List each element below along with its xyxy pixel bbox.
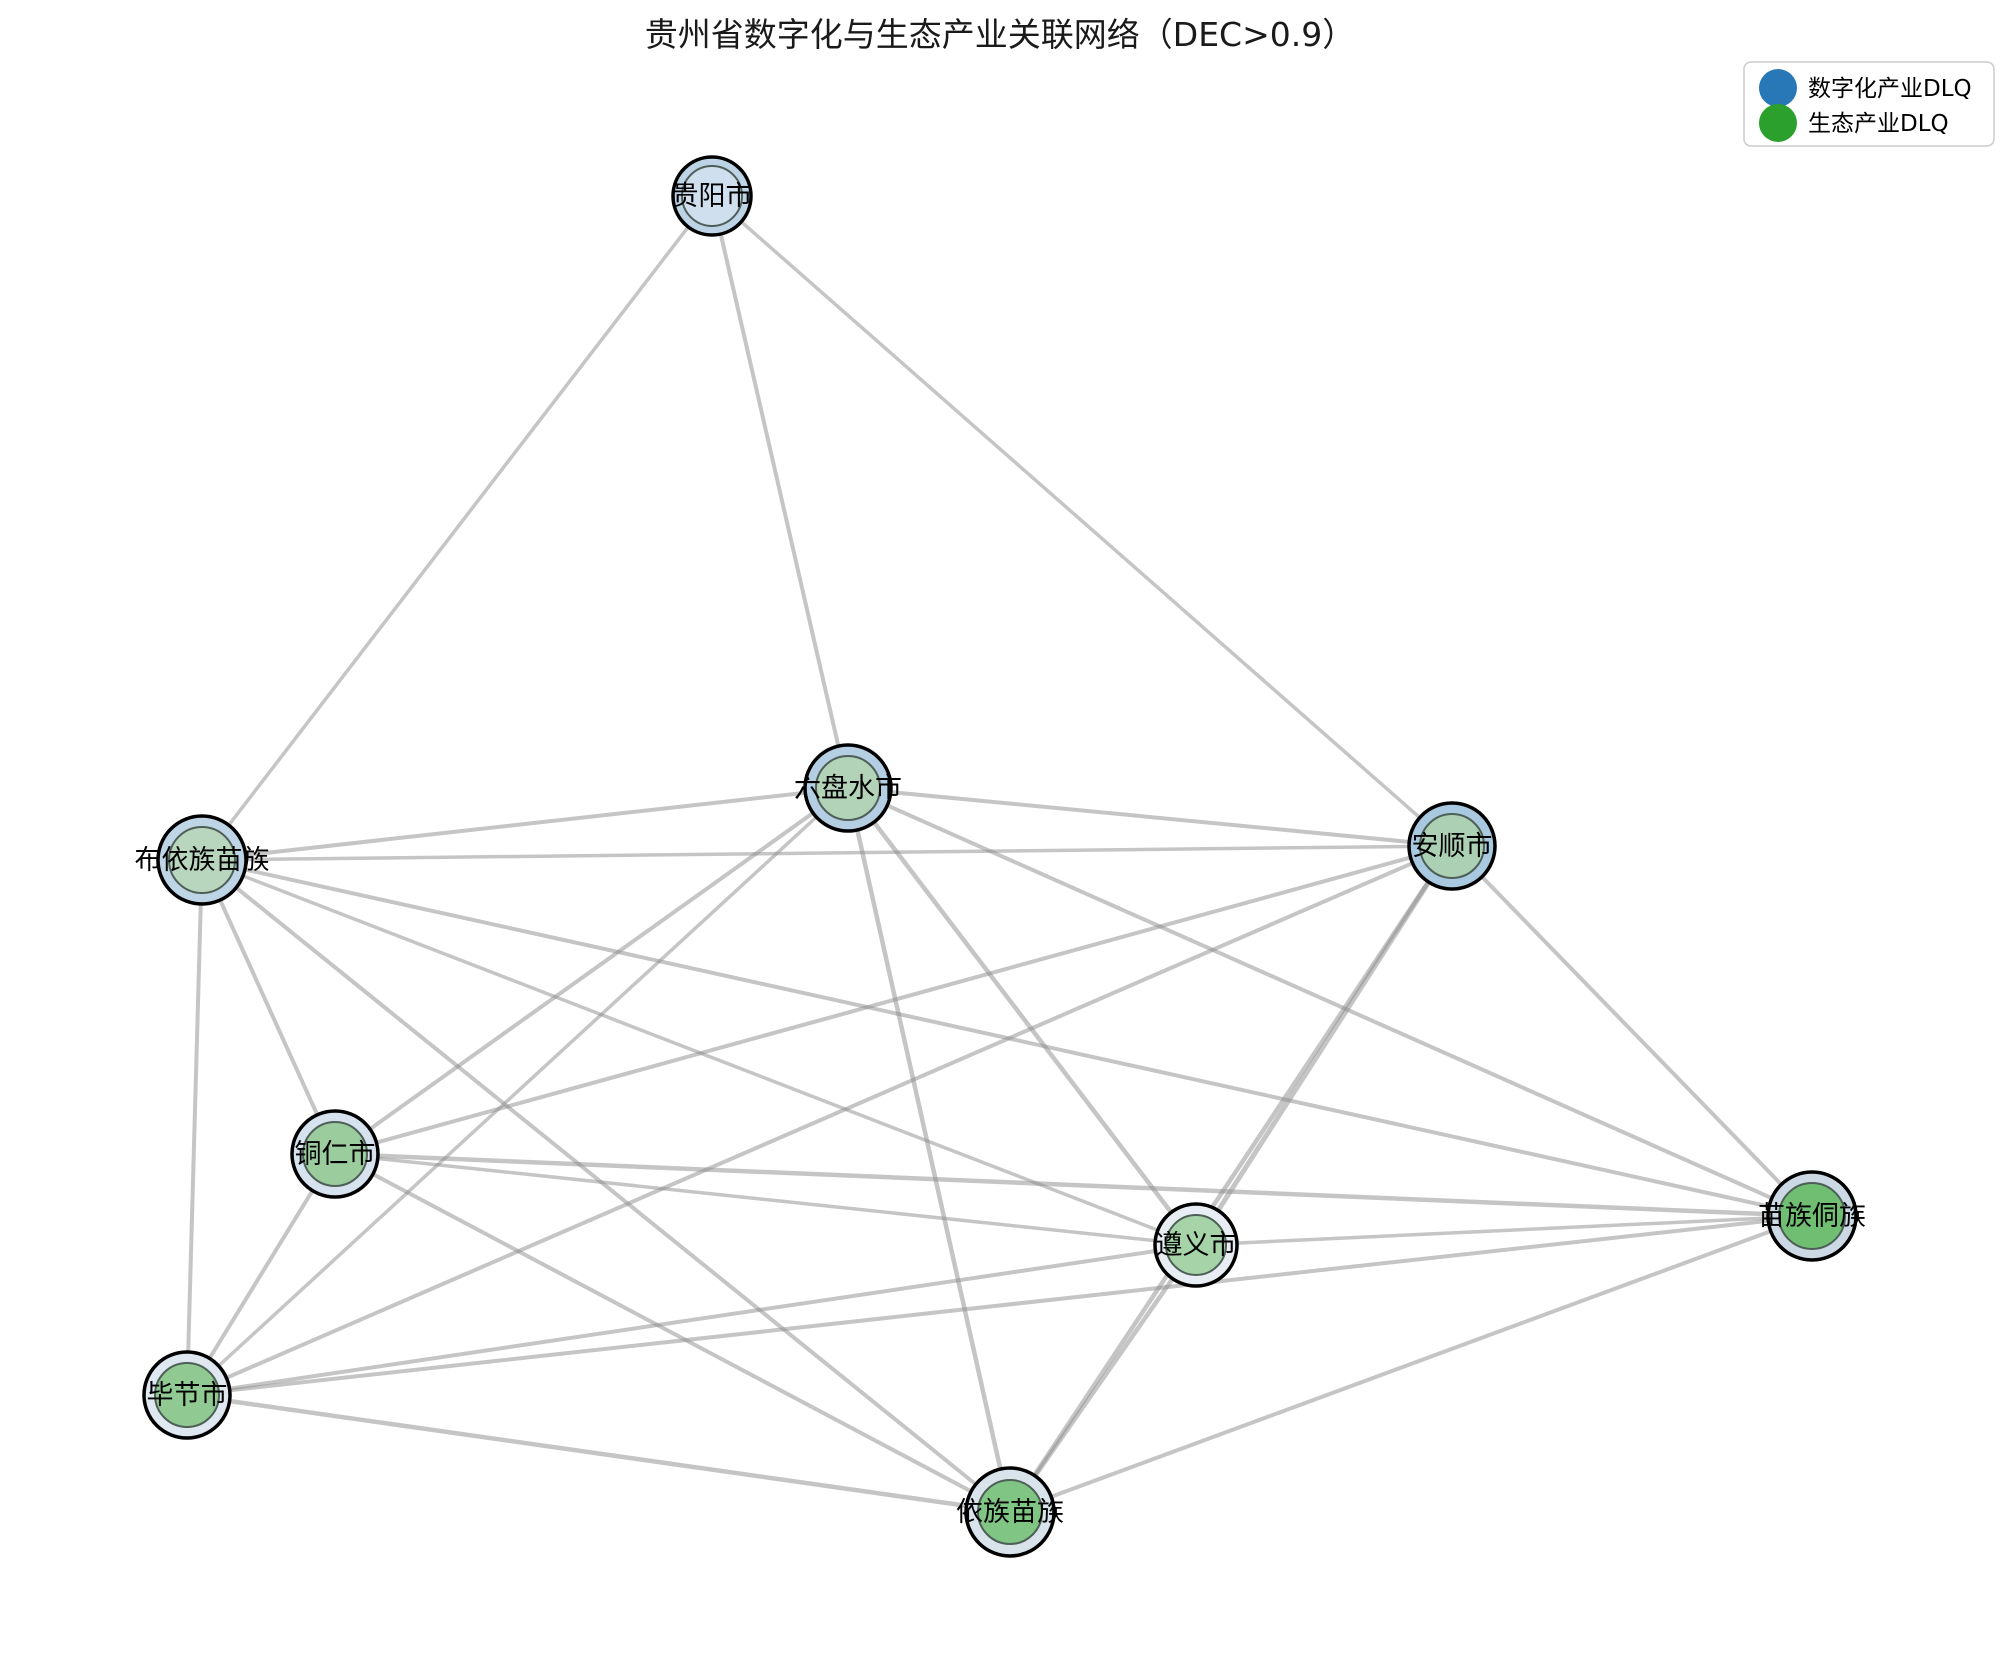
edge-liupanshui-anshun [847,786,1453,848]
node-yizumiaozu: 依族苗族 [956,1466,1064,1558]
edge-zunyi-miaozudongzu [1195,1214,1813,1247]
edge-zunyi-yizumiaozu [1008,1243,1198,1514]
legend: 数字化产业DLQ 生态产业DLQ [1743,61,1995,147]
edge-buyizumiaozu-tongren [200,859,337,1155]
node-inner-circle [302,1121,368,1187]
edge-buyizumiaozu-anshun [201,844,1453,862]
edge-yizumiaozu-miaozudongzu [1009,1214,1813,1514]
edge-bijie-yizumiaozu [186,1392,1011,1515]
node-label: 安顺市 [1412,831,1493,862]
edge-liupanshui-miaozudongzu [847,786,1813,1218]
legend-box [1743,61,1995,147]
edge-guiyang-buyizumiaozu [200,194,714,862]
node-anshun: 安顺市 [1407,801,1497,891]
edge-bijie-zunyi [186,1243,1197,1397]
node-inner-circle [1165,1214,1227,1276]
node-inner-circle [681,165,743,227]
node-inner-circle [815,755,881,821]
node-guiyang: 贵阳市 [671,155,753,237]
edge-buyizumiaozu-liupanshui [201,786,849,862]
edge-tongren-bijie [185,1152,337,1397]
edge-tongren-zunyi [334,1152,1197,1247]
node-label: 遵义市 [1156,1230,1237,1261]
node-label: 苗族侗族 [1758,1201,1866,1232]
edge-liupanshui-zunyi [846,786,1198,1247]
edge-liupanshui-yizumiaozu [845,787,1013,1513]
node-inner-circle [1778,1182,1846,1250]
node-label: 贵阳市 [672,181,753,212]
node-inner-circle [977,1479,1043,1545]
edge-anshun-bijie [186,844,1453,1397]
node-label: 毕节市 [147,1380,228,1411]
node-zunyi: 遵义市 [1153,1202,1239,1288]
edge-liupanshui-bijie [185,786,850,1397]
legend-marker-digital-icon [1759,69,1797,107]
node-bijie: 毕节市 [142,1350,232,1440]
edge-anshun-tongren [334,844,1453,1156]
node-label: 铜仁市 [295,1139,376,1170]
edges-layer [185,194,1814,1515]
edge-liupanshui-tongren [333,786,850,1156]
node-label: 六盘水市 [794,773,902,804]
chart-title: 贵州省数字化与生态产业关联网络（DEC>0.9） [645,15,1355,54]
edge-guiyang-anshun [710,194,1454,848]
node-tongren: 铜仁市 [290,1109,380,1199]
edge-guiyang-liupanshui [710,195,850,789]
node-label: 布依族苗族 [135,845,270,876]
node-inner-circle [154,1362,220,1428]
edge-buyizumiaozu-bijie [185,859,204,1396]
node-label: 依族苗族 [956,1497,1064,1528]
node-liupanshui: 六盘水市 [794,743,902,833]
node-miaozudongzu: 苗族侗族 [1758,1170,1866,1262]
edge-tongren-miaozudongzu [334,1151,1813,1219]
node-inner-circle [1419,813,1485,879]
edge-tongren-yizumiaozu [334,1152,1011,1514]
legend-label-digital: 数字化产业DLQ [1808,76,1972,102]
edge-anshun-yizumiaozu [1008,844,1454,1514]
legend-marker-eco-icon [1759,104,1797,142]
edge-anshun-miaozudongzu [1450,844,1814,1218]
edge-buyizumiaozu-yizumiaozu [200,858,1012,1514]
node-buyizumiaozu: 布依族苗族 [135,814,270,906]
legend-label-eco: 生态产业DLQ [1808,111,1949,137]
edge-bijie-miaozudongzu [186,1214,1813,1397]
node-inner-circle [168,826,236,894]
